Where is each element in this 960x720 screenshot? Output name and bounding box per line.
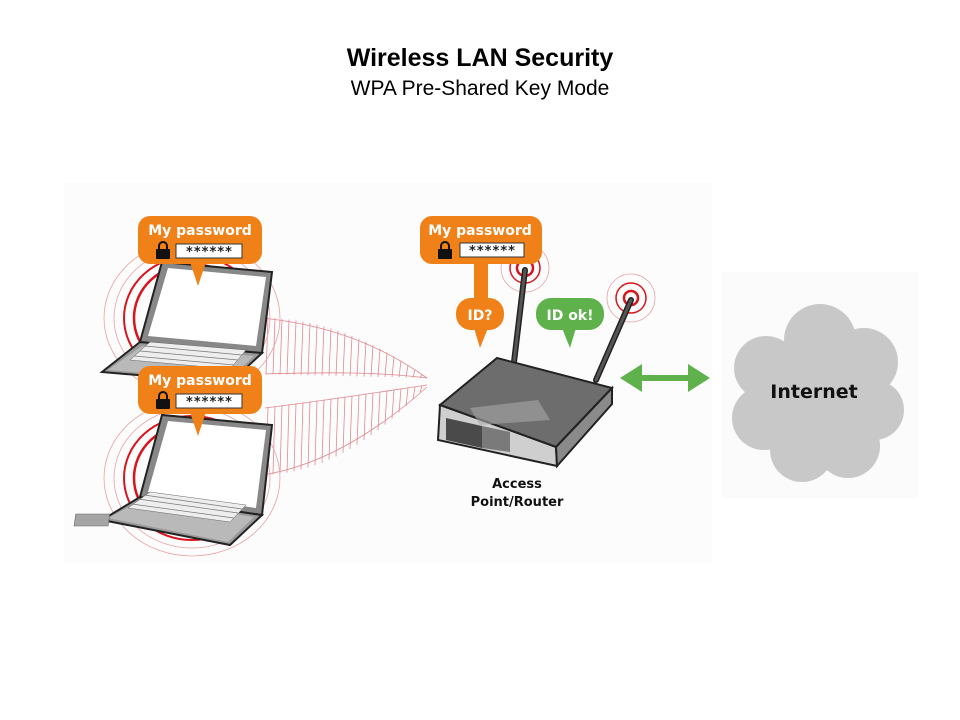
signal-hatch-line <box>293 403 297 472</box>
bubble-label: My password <box>428 223 532 239</box>
signal-hatch-line <box>293 320 297 375</box>
svg-text:ID?: ID? <box>468 308 493 324</box>
signal-hatch-line <box>356 338 360 377</box>
signal-hatch-line <box>300 321 304 376</box>
signal-hatch-line <box>398 360 402 378</box>
password-mask: ****** <box>186 395 233 410</box>
signal-hatch-line <box>335 330 339 376</box>
signal-hatch-line <box>335 397 339 457</box>
signal-hatch-line <box>412 369 416 378</box>
id-ok-bubble: ID ok! <box>536 298 604 348</box>
signal-hatch-line <box>356 394 360 445</box>
laptop-1-icon <box>99 260 274 385</box>
signal-hatch-line <box>307 401 311 468</box>
signal-hatch-line <box>328 328 332 376</box>
password-mask: ****** <box>469 244 516 259</box>
slide-title: Wireless LAN Security <box>346 44 614 72</box>
signal-hatch-line <box>363 393 367 441</box>
signal-hatch-line <box>300 402 304 470</box>
password-bubble-laptop-1: My password ****** <box>138 216 262 286</box>
signal-hatch-line <box>342 333 346 377</box>
lock-icon <box>438 241 452 259</box>
bubble-label: My password <box>148 223 252 239</box>
password-mask: ****** <box>186 245 233 260</box>
signal-hatch-line <box>405 364 409 378</box>
signal-hatch-line <box>286 319 290 375</box>
password-bubble-laptop-2: My password ****** <box>138 366 262 436</box>
router-label-line2: Point/Router <box>471 495 564 510</box>
bubble-label: My password <box>148 373 252 389</box>
signal-hatch-line <box>272 406 276 475</box>
signal-hatch-line <box>377 391 381 431</box>
signal-hatch-line <box>419 374 423 379</box>
signal-hatch-line <box>384 390 388 425</box>
signal-hatch-line <box>279 405 283 474</box>
svg-text:ID ok!: ID ok! <box>546 308 593 324</box>
signal-hatch-line <box>419 385 423 393</box>
lock-icon <box>156 241 170 259</box>
router-icon <box>436 267 634 469</box>
signal-hatch-line <box>286 404 290 473</box>
signal-hatch-line <box>342 396 346 453</box>
signal-hatch-line <box>265 318 269 375</box>
signal-hatch-line <box>391 356 395 378</box>
password-bubble-router: My password ****** <box>420 216 542 300</box>
signal-hatch-line <box>307 323 311 376</box>
router-label-line1: Access <box>492 477 542 492</box>
laptop-2-icon <box>73 413 274 547</box>
signal-hatch-line <box>398 388 402 413</box>
slide-subtitle: WPA Pre-Shared Key Mode <box>350 77 610 100</box>
signal-hatch-line <box>377 348 381 377</box>
internet-label: Internet <box>770 381 857 403</box>
signal-hatch-line <box>279 318 283 375</box>
signal-hatch-line <box>314 324 318 376</box>
signal-hatch-line <box>384 352 388 378</box>
id-query-bubble: ID? <box>456 298 504 348</box>
signal-hatch-line <box>328 398 332 460</box>
bidirectional-arrow-icon <box>620 364 710 392</box>
signal-hatch-line <box>349 335 353 377</box>
signal-hatch-line <box>370 392 374 436</box>
signal-hatch-line <box>391 389 395 419</box>
signal-hatch-line <box>321 399 325 463</box>
signal-hatch-line <box>349 395 353 449</box>
lock-icon <box>156 391 170 409</box>
signal-hatch-line <box>370 345 374 377</box>
signal-hatch-line <box>321 326 325 376</box>
signal-beam-top <box>261 317 428 379</box>
internet-cloud-icon <box>732 304 904 482</box>
signal-hatch-line <box>314 400 318 466</box>
signal-beam-bottom <box>261 384 428 476</box>
signal-hatch-line <box>412 386 416 400</box>
signal-hatch-line <box>363 341 367 377</box>
signal-hatch-line <box>405 387 409 407</box>
